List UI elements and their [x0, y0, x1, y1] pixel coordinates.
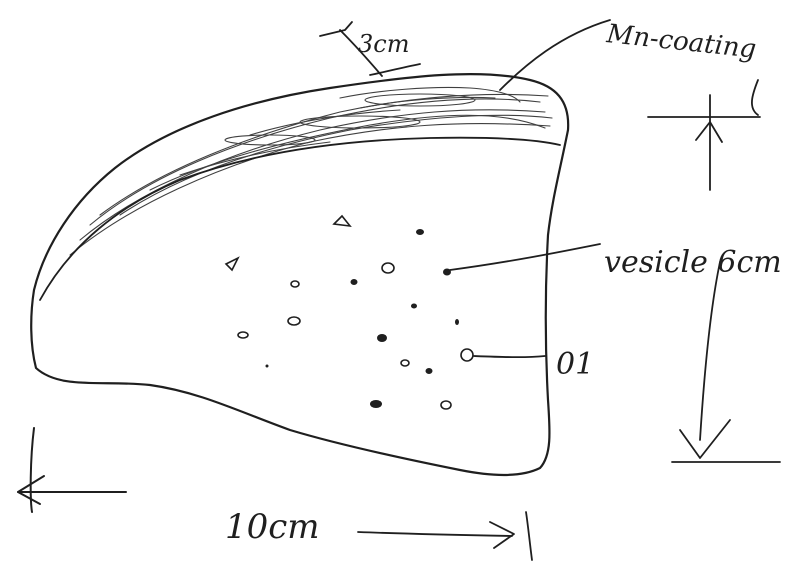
vesicle-mark: [401, 360, 409, 366]
width-label: 10cm: [225, 507, 320, 547]
marker-label: 01: [556, 347, 594, 382]
coating-leader-line: [500, 20, 610, 90]
vesicles: [226, 216, 473, 409]
vesicle-mark: [382, 263, 394, 273]
width-right-arrow: [358, 512, 532, 560]
vesicle-mark: [455, 319, 459, 325]
vesicle-label: vesicle 6cm: [604, 245, 782, 280]
coating-label: Mn-coating: [604, 19, 757, 65]
vesicle-mark: [416, 229, 424, 235]
coating-thickness-label: 3cm: [358, 30, 409, 58]
vesicle-mark: [377, 334, 387, 342]
vesicle-mark: [291, 281, 299, 287]
vesicle-mark: [370, 400, 382, 408]
marker-leader-line: [474, 356, 545, 357]
vesicle-mark: [351, 279, 358, 285]
vesicle-mark: [441, 401, 451, 409]
vesicle-mark: [288, 317, 300, 325]
coating-hatching: [70, 87, 552, 255]
vesicle-leader-line: [450, 244, 600, 270]
vesicle-marker-01: [461, 349, 473, 361]
rock-outline: [31, 74, 568, 475]
vesicle-mark: [226, 258, 238, 270]
vesicle-mark: [266, 365, 269, 368]
coating-inner-boundary: [40, 138, 560, 300]
vesicle-mark: [426, 368, 433, 374]
vesicle-mark: [238, 332, 248, 338]
width-left-arrow: [18, 428, 126, 512]
vesicle-mark: [411, 304, 417, 309]
vesicle-mark: [334, 216, 350, 226]
